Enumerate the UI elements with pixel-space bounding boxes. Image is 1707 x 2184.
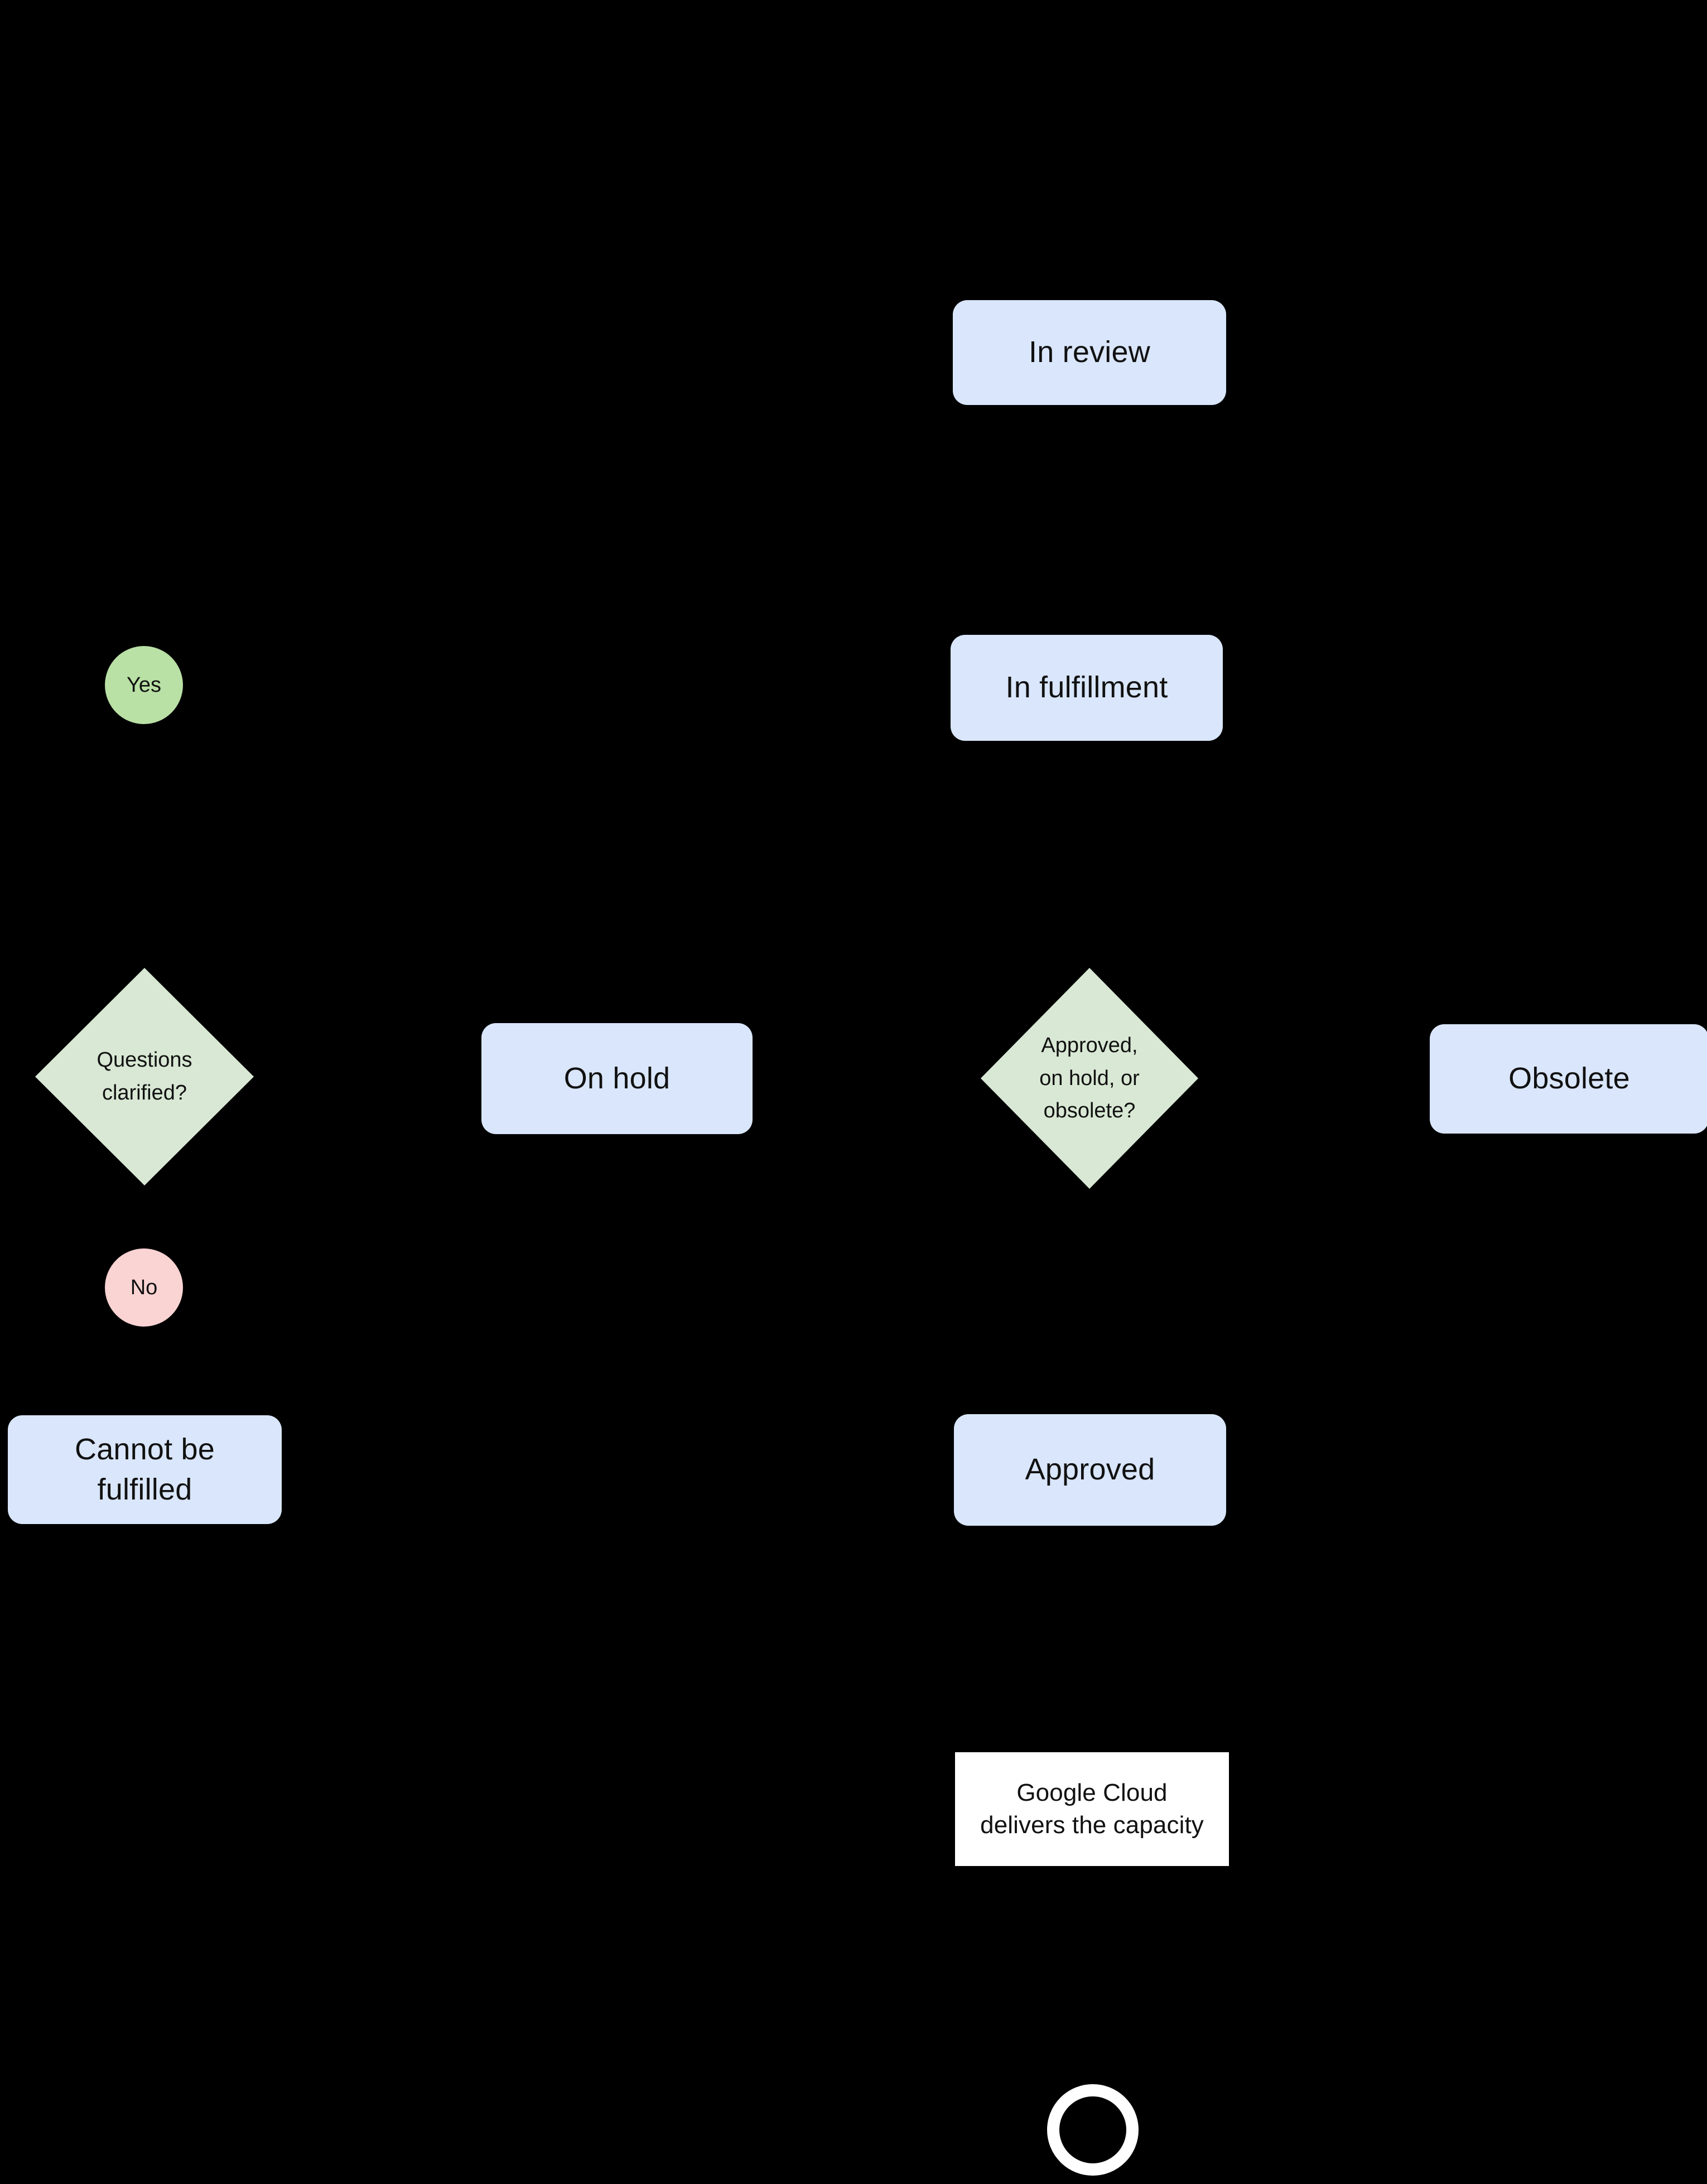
node-approval-decision[interactable]: Approved, on hold, or obsolete? — [981, 968, 1198, 1189]
node-questions-clarified[interactable]: Questions clarified? — [35, 968, 254, 1185]
node-approved[interactable]: Approved — [954, 1414, 1226, 1526]
node-in-review[interactable]: In review — [953, 300, 1226, 405]
node-approval-decision-label: Approved, on hold, or obsolete? — [1039, 1033, 1140, 1123]
node-end-terminator — [1047, 2084, 1139, 2176]
node-on-hold[interactable]: On hold — [481, 1023, 753, 1134]
node-cannot-be-fulfilled[interactable]: Cannot be fulfilled — [8, 1415, 282, 1524]
node-obsolete[interactable]: Obsolete — [1430, 1024, 1707, 1134]
node-in-fulfillment[interactable]: In fulfillment — [951, 635, 1223, 741]
node-delivery-note[interactable]: Google Cloud delivers the capacity — [955, 1752, 1229, 1866]
edge-label-yes: Yes — [105, 646, 183, 724]
edge-label-no: No — [105, 1248, 183, 1327]
node-questions-clarified-label: Questions clarified? — [97, 1048, 192, 1105]
